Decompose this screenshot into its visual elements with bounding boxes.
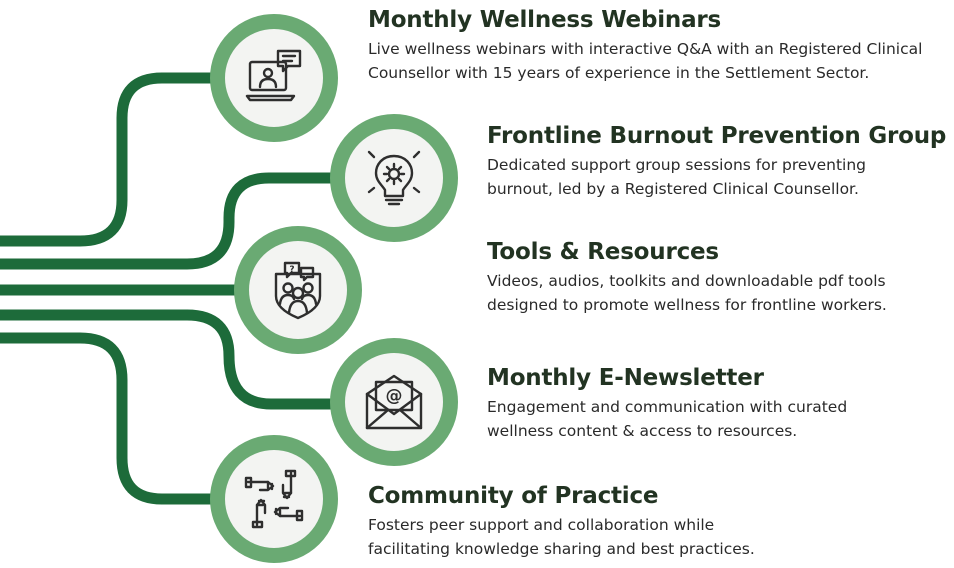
item-description: Engagement and communication with curate… [487,398,848,440]
item-newsletter: Monthly E-Newsletter Engagement and comm… [487,363,847,443]
svg-text:?: ? [289,265,294,275]
node-newsletter: @ [330,338,458,466]
node-burnout-group [330,114,458,242]
item-tools-resources: Tools & Resources Videos, audios, toolki… [487,237,887,317]
item-burnout-group: Frontline Burnout Prevention Group Dedic… [487,121,946,201]
laptop-chat-icon [245,49,302,102]
joined-hands-icon [244,469,304,529]
lightbulb-gear-icon [367,150,421,206]
item-title: Frontline Burnout Prevention Group [487,123,947,149]
item-description: Live wellness webinars with interactive … [368,40,923,82]
connector-line-1 [0,72,240,247]
item-title: Monthly Wellness Webinars [368,7,722,33]
connector-line-2 [0,172,360,270]
group-shield-icon: ? [274,261,322,320]
node-tools-resources: ? [234,226,362,354]
node-community [210,435,338,563]
item-title: Community of Practice [368,483,659,509]
item-description: Fosters peer support and collaboration w… [368,516,755,558]
email-envelope-icon: @ [365,374,423,430]
item-description: Videos, audios, toolkits and downloadabl… [487,272,887,314]
item-community: Community of Practice Fosters peer suppo… [368,481,755,561]
node-webinars [210,14,338,142]
item-title: Tools & Resources [487,239,719,265]
connector-line-5 [0,332,240,505]
item-description: Dedicated support group sessions for pre… [487,156,867,198]
svg-text:@: @ [386,386,403,406]
connector-line-4 [0,309,360,410]
item-title: Monthly E-Newsletter [487,365,764,391]
item-webinars: Monthly Wellness Webinars Live wellness … [368,5,922,85]
